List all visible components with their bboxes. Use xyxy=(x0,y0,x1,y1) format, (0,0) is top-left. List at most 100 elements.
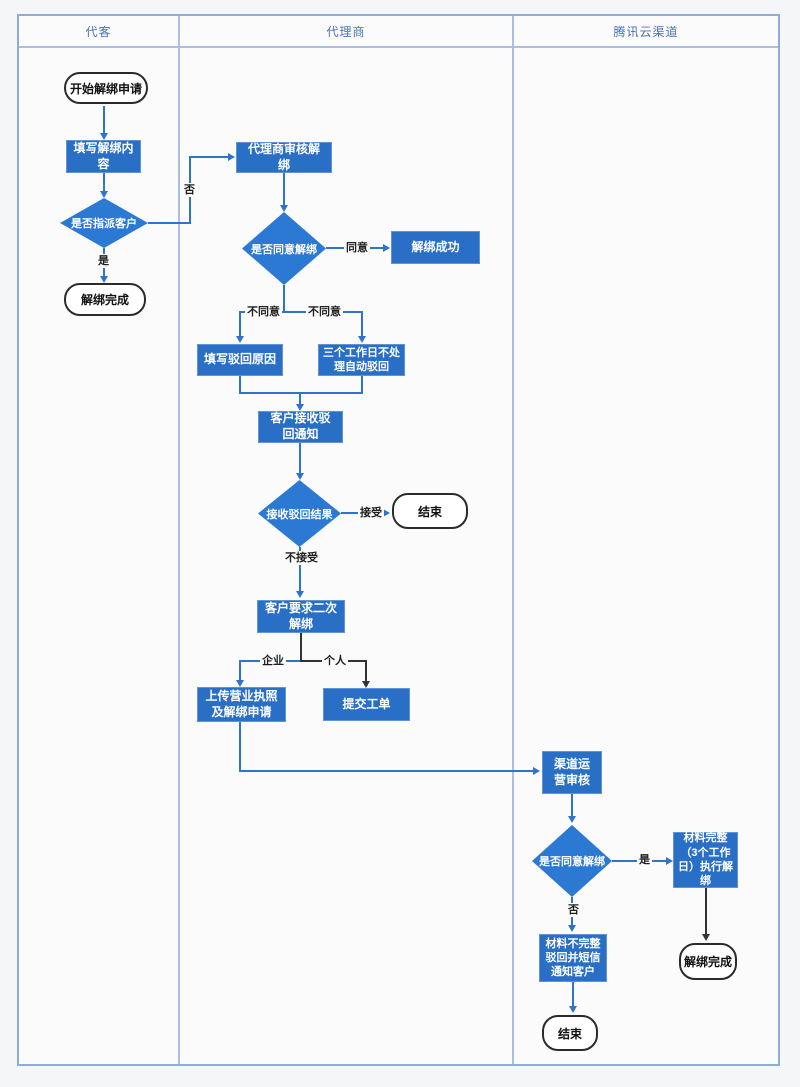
edge-label-accept: 接受 xyxy=(358,506,384,520)
node-label: 结束 xyxy=(417,504,442,519)
process-material-incomplete-reject-sms: 材料不完整驳回并短信通知客户 xyxy=(539,934,607,982)
arrowhead xyxy=(100,191,108,198)
decision-agree-unbind-2: 是否同意解绑 xyxy=(532,825,612,897)
edge-label-no-1: 否 xyxy=(182,183,197,197)
node-label: 接收驳回结果 xyxy=(266,508,333,521)
terminator-end-2: 结束 xyxy=(542,1015,598,1051)
process-auto-reject-3-workdays: 三个工作日不处理自动驳回 xyxy=(318,344,405,376)
edge-label-enterprise: 企业 xyxy=(260,654,286,668)
terminator-unbind-done-1: 解绑完成 xyxy=(64,283,146,316)
edge-label-yes-2: 是 xyxy=(637,853,652,867)
node-label: 是否同意解绑 xyxy=(251,243,317,256)
process-submit-ticket: 提交工单 xyxy=(323,688,410,721)
process-upload-license-and-application: 上传营业执照及解绑申请 xyxy=(197,687,286,722)
edge-label-personal: 个人 xyxy=(322,654,348,668)
node-label: 客户接收驳回通知 xyxy=(270,411,331,441)
arrowhead xyxy=(280,205,288,212)
edge-incomplete-end xyxy=(572,982,574,1007)
edge-start-fill xyxy=(103,106,105,134)
node-label: 代理商审核解绑 xyxy=(247,141,320,172)
arrowhead xyxy=(236,336,244,343)
terminator-unbind-done-2: 解绑完成 xyxy=(679,943,737,980)
node-label: 解绑成功 xyxy=(411,239,460,254)
node-label: 是否指派客户 xyxy=(71,218,137,230)
edge-enterprise-v xyxy=(239,660,241,680)
decision-assign-customer: 是否指派客户 xyxy=(60,198,148,248)
node-label: 三个工作日不处理自动驳回 xyxy=(323,346,400,373)
node-label: 是否同意解绑 xyxy=(539,856,605,868)
process-customer-receive-reject-notice: 客户接收驳回通知 xyxy=(258,411,343,443)
edge-material-done xyxy=(705,888,707,935)
edge-personal-v xyxy=(365,660,367,681)
node-label: 客户要求二次解绑 xyxy=(264,600,337,631)
lane-divider-1 xyxy=(178,48,180,1064)
arrowhead xyxy=(569,1006,577,1013)
process-second-unbind-request: 客户要求二次解绑 xyxy=(257,600,345,633)
node-label: 开始解绑申请 xyxy=(69,81,142,96)
edge-review-agree xyxy=(283,173,285,206)
terminator-end-1: 结束 xyxy=(392,493,468,529)
lane-title-tencent-channel: 腾讯云渠道 xyxy=(613,24,679,39)
edge-disagree-stem xyxy=(283,285,285,312)
arrowhead xyxy=(228,153,235,161)
edge-label-not-accept: 不接受 xyxy=(283,551,320,565)
edge-upload-v xyxy=(239,722,241,772)
node-label: 填写解绑内容 xyxy=(73,140,134,171)
arrowhead xyxy=(702,934,710,941)
process-material-complete-execute-unbind: 材料完整（3个工作日）执行解绑 xyxy=(673,832,738,888)
arrowhead xyxy=(100,133,108,140)
process-unbind-success: 解绑成功 xyxy=(391,231,480,264)
edge-no-h1 xyxy=(148,222,191,224)
lane-divider-2 xyxy=(512,48,514,1064)
arrowhead xyxy=(666,857,673,865)
arrowhead xyxy=(383,244,390,252)
terminator-start-unbind-request: 开始解绑申请 xyxy=(64,72,148,104)
node-label: 提交工单 xyxy=(342,696,391,711)
lane-title-customer: 代客 xyxy=(19,16,180,46)
arrowhead xyxy=(358,336,366,343)
arrowhead xyxy=(362,681,370,688)
node-label: 材料不完整驳回并短信通知客户 xyxy=(545,937,601,979)
node-label: 解绑完成 xyxy=(683,955,732,969)
node-label: 渠道运营审核 xyxy=(553,756,590,787)
node-label: 填写驳回原因 xyxy=(204,352,277,367)
edge-label-agree: 同意 xyxy=(344,241,370,255)
swimlane-frame: 代客 代理商 腾讯云渠道 xyxy=(17,14,780,1066)
edge-not-accept xyxy=(299,547,301,592)
arrowhead xyxy=(383,509,390,517)
process-channel-operation-review: 渠道运营审核 xyxy=(542,751,602,794)
node-label: 解绑完成 xyxy=(80,293,129,307)
decision-agree-unbind-1: 是否同意解绑 xyxy=(242,212,326,285)
process-fill-reject-reason: 填写驳回原因 xyxy=(197,344,283,376)
arrowhead xyxy=(568,816,576,823)
node-label: 结束 xyxy=(557,1026,582,1041)
edge-disagree-vr xyxy=(361,311,363,337)
edge-label-yes-1: 是 xyxy=(96,254,111,268)
decision-receive-reject-result: 接收驳回结果 xyxy=(258,480,341,547)
edge-split-stem xyxy=(300,633,302,661)
edge-label-disagree-left: 不同意 xyxy=(245,305,282,319)
arrowhead xyxy=(568,925,576,932)
edge-no-h2 xyxy=(189,156,229,158)
edge-conv-h xyxy=(239,392,363,394)
edge-upload-h xyxy=(239,770,534,772)
edge-label-disagree-right: 不同意 xyxy=(306,305,343,319)
edge-disagree-h xyxy=(239,311,363,313)
arrowhead xyxy=(296,473,304,480)
node-label: 材料完整（3个工作日）执行解绑 xyxy=(678,832,733,888)
arrowhead xyxy=(100,276,108,283)
edge-fill-assign xyxy=(103,173,105,192)
edge-channel-agree2 xyxy=(571,794,573,817)
node-label: 上传营业执照及解绑申请 xyxy=(205,688,278,719)
lane-header-row: 代客 代理商 腾讯云渠道 xyxy=(19,16,778,48)
edge-conv-vl xyxy=(239,376,241,393)
edge-conv-vr xyxy=(361,376,363,393)
edge-notify-result xyxy=(299,443,301,474)
edge-conv-stem xyxy=(299,392,301,405)
arrowhead xyxy=(236,680,244,687)
arrowhead xyxy=(296,591,304,598)
process-agent-review-unbind: 代理商审核解绑 xyxy=(236,142,332,173)
arrowhead xyxy=(296,404,304,411)
process-fill-unbind-content: 填写解绑内容 xyxy=(66,140,141,173)
